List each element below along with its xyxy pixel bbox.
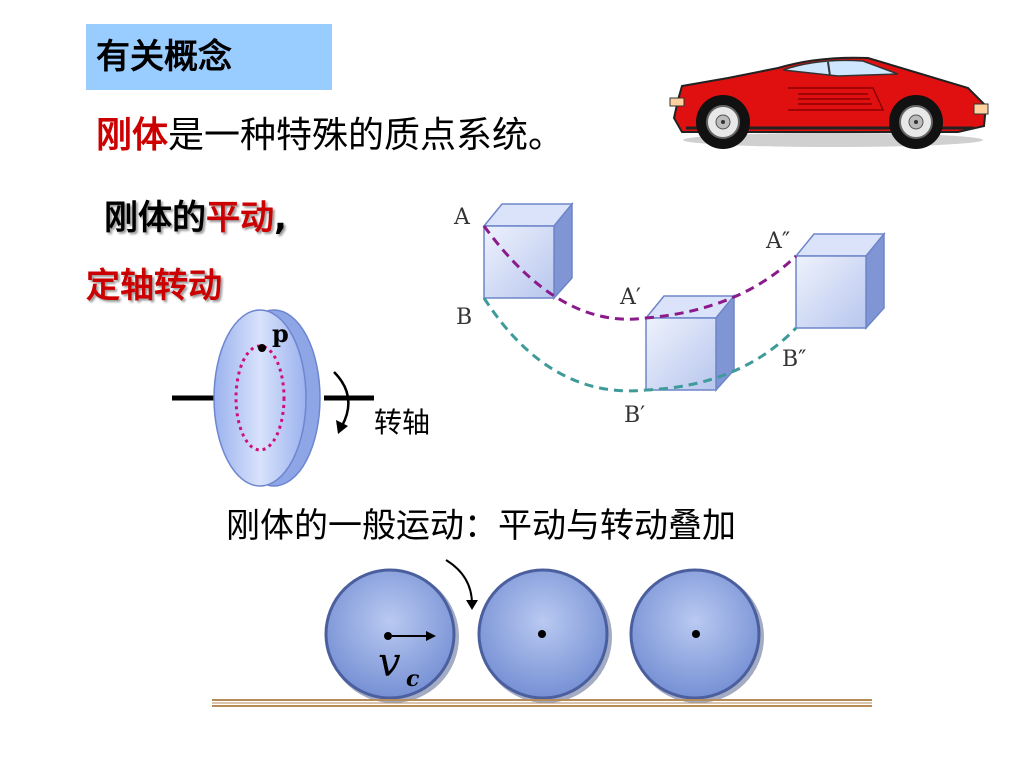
rigid-body-definition: 刚体是一种特殊的质点系统。	[96, 106, 564, 158]
fixed-axis-rotation-diagram: p 转轴	[172, 309, 430, 487]
wheel-3-center	[692, 630, 700, 638]
cube-middle	[644, 293, 736, 392]
general-motion-caption: 刚体的一般运动：平动与转动叠加	[226, 506, 736, 546]
axis-label: 转轴	[374, 406, 430, 439]
label-b-prime: B′	[624, 403, 645, 428]
translation-lead: 刚体的	[104, 198, 206, 238]
wheel-3	[629, 568, 764, 703]
rolling-wheels-diagram: v c	[212, 559, 872, 707]
translation-diagram: A B A′ B′ A″ B″	[453, 201, 886, 428]
point-p-label: p	[272, 319, 289, 348]
label-b: B	[456, 305, 472, 330]
disk-face	[213, 309, 307, 487]
translation-term: 平动	[206, 198, 274, 238]
wheel-2-center	[538, 630, 546, 638]
rigid-body-definition-text: 是一种特殊的质点系统。	[168, 115, 565, 156]
velocity-subscript: c	[406, 666, 420, 692]
wheel-2	[477, 568, 612, 703]
sports-car-illustration	[669, 56, 989, 149]
translation-heading: 刚体的平动,	[104, 190, 287, 239]
trajectory-point-a	[482, 225, 798, 321]
wheel-1-center	[384, 632, 392, 640]
rolling-arrow	[445, 559, 473, 605]
rigid-body-term: 刚体	[96, 115, 169, 156]
trajectory-point-b	[482, 297, 798, 393]
translation-comma: ,	[274, 198, 287, 238]
cube-initial	[482, 201, 574, 300]
cube-final	[794, 231, 886, 330]
label-a-double-prime: A″	[765, 229, 790, 254]
ground	[212, 699, 872, 707]
velocity-symbol: v	[378, 640, 401, 686]
car-front-wheel	[696, 95, 750, 149]
point-p	[258, 344, 266, 352]
label-a-prime: A′	[619, 285, 641, 310]
label-b-double-prime: B″	[782, 347, 806, 372]
label-a: A	[453, 205, 471, 230]
car-side-vents	[798, 93, 872, 105]
fixed-axis-rotation-heading: 定轴转动	[86, 266, 222, 306]
wheel-1: v c	[324, 568, 459, 703]
rotation-arrow	[333, 371, 350, 427]
car-rear-wheel	[889, 95, 943, 149]
slide-title: 有关概念	[86, 24, 332, 90]
